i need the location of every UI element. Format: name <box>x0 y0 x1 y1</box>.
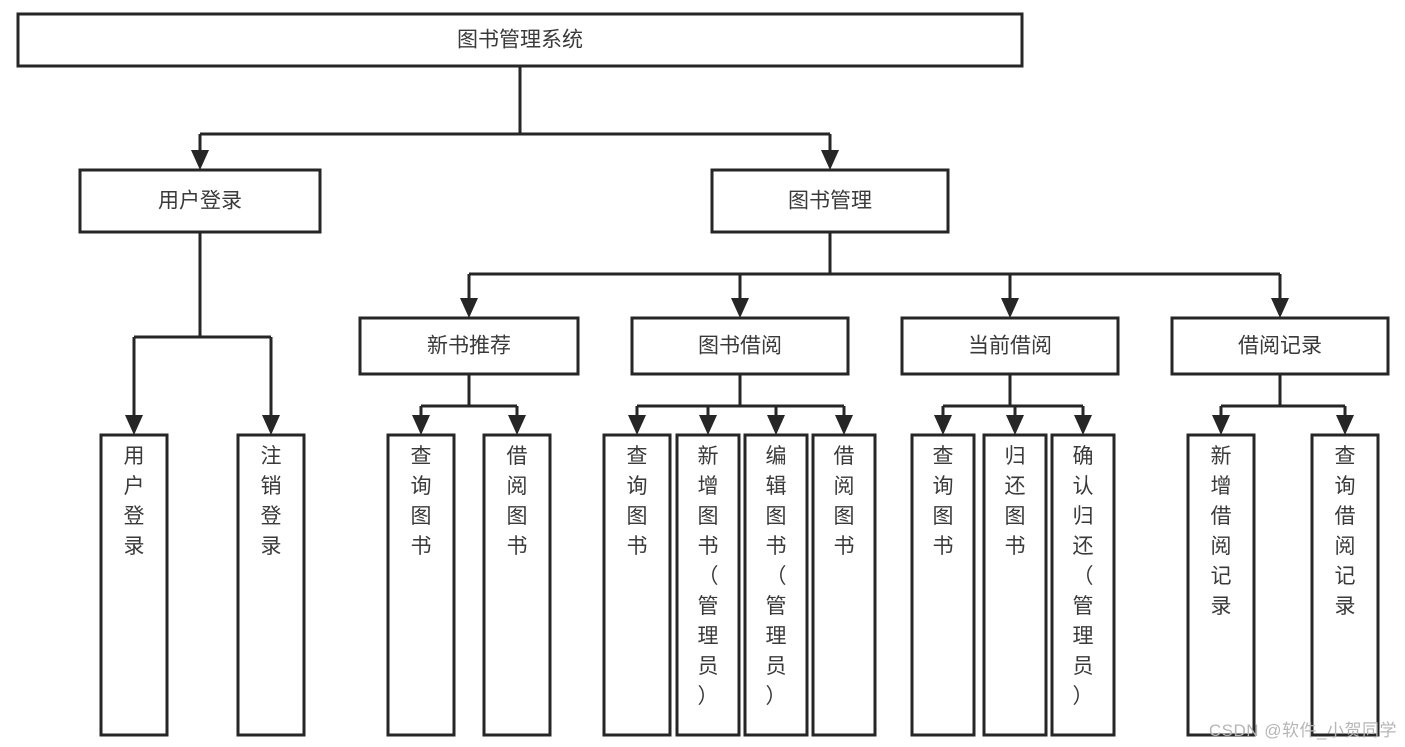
node-new-book-recommend-box <box>358 316 580 376</box>
node-leaf-edit-book-box <box>743 433 809 737</box>
node-leaf-query-book-borrow-label: 查询图书 <box>627 445 648 558</box>
node-book-borrow[interactable]: 图书借阅 <box>630 316 850 376</box>
node-root-root[interactable]: 图书管理系统 <box>16 12 1024 68</box>
node-user-login-label: 用户登录 <box>158 190 242 213</box>
node-book-borrow-box <box>630 316 850 376</box>
node-leaf-return-book[interactable]: 归还图书 <box>982 433 1048 737</box>
arrow-head-icon-l3-0 <box>460 298 478 318</box>
node-leaf-query-record-box <box>1310 433 1380 737</box>
node-root-root-label: 图书管理系统 <box>457 29 583 52</box>
node-leaf-query-book-current-box <box>910 433 976 737</box>
node-current-borrow-box <box>900 316 1120 376</box>
arrow-head-icon-borrow-records-0 <box>1212 415 1230 435</box>
node-leaf-query-book-rec[interactable]: 查询图书 <box>386 433 456 737</box>
node-current-borrow-label: 当前借阅 <box>968 335 1052 358</box>
node-leaf-borrow-book[interactable]: 借阅图书 <box>811 433 877 737</box>
node-leaf-confirm-return[interactable]: 确认归还（管理员） <box>1050 433 1116 737</box>
node-current-borrow[interactable]: 当前借阅 <box>900 316 1120 376</box>
node-borrow-records[interactable]: 借阅记录 <box>1170 316 1390 376</box>
node-new-book-recommend[interactable]: 新书推荐 <box>358 316 580 376</box>
node-leaf-add-record-box <box>1186 433 1256 737</box>
arrow-head-icon-l3-2 <box>1001 298 1019 318</box>
node-leaf-borrow-book-box <box>811 433 877 737</box>
connector-layer <box>125 66 1354 435</box>
node-leaf-query-record[interactable]: 查询借阅记录 <box>1310 433 1380 737</box>
node-leaf-user-login[interactable]: 用户登录 <box>99 433 169 737</box>
node-book-management-label: 图书管理 <box>788 190 872 213</box>
arrow-head-icon-user-login-0 <box>125 415 143 435</box>
arrow-head-icon-l3-3 <box>1271 298 1289 318</box>
node-leaf-user-login-box <box>99 433 169 737</box>
node-root-root-box <box>16 12 1024 68</box>
arrow-head-icon-current-borrow-2 <box>1074 415 1092 435</box>
node-leaf-confirm-return-label: 确认归还（管理员） <box>1073 445 1094 708</box>
node-leaf-borrow-book-rec-label: 借阅图书 <box>507 445 528 558</box>
node-book-management[interactable]: 图书管理 <box>710 168 950 234</box>
node-new-book-recommend-label: 新书推荐 <box>427 335 511 358</box>
arrow-head-icon-new-book-recommend-1 <box>508 415 526 435</box>
node-user-login-box <box>78 168 322 234</box>
arrow-head-icon-l2-0 <box>191 150 209 170</box>
arrow-head-icon-l3-1 <box>731 298 749 318</box>
node-leaf-user-login-label: 用户登录 <box>124 445 145 558</box>
node-borrow-records-label: 借阅记录 <box>1238 335 1322 358</box>
node-leaf-add-record-label: 新增借阅记录 <box>1211 445 1232 618</box>
node-leaf-query-book-borrow-box <box>602 433 672 737</box>
node-leaf-add-book[interactable]: 新增图书（管理员） <box>675 433 741 737</box>
node-book-management-box <box>710 168 950 234</box>
node-leaf-add-record[interactable]: 新增借阅记录 <box>1186 433 1256 737</box>
node-leaf-edit-book-label: 编辑图书（管理员） <box>766 445 787 708</box>
node-leaf-logout-label: 注销登录 <box>261 445 282 558</box>
arrow-head-icon-borrow-records-1 <box>1336 415 1354 435</box>
node-leaf-logout[interactable]: 注销登录 <box>236 433 306 737</box>
arrow-head-icon-l2-1 <box>821 150 839 170</box>
node-leaf-borrow-book-label: 借阅图书 <box>834 445 855 558</box>
node-layer: 图书管理系统用户登录图书管理新书推荐图书借阅当前借阅借阅记录用户登录注销登录查询… <box>16 12 1390 737</box>
arrow-head-icon-book-borrow-3 <box>835 415 853 435</box>
node-leaf-add-book-label: 新增图书（管理员） <box>698 445 719 708</box>
node-leaf-query-book-rec-label: 查询图书 <box>411 445 432 558</box>
node-leaf-return-book-box <box>982 433 1048 737</box>
node-leaf-add-book-box <box>675 433 741 737</box>
node-leaf-return-book-label: 归还图书 <box>1005 445 1026 558</box>
arrow-head-icon-book-borrow-1 <box>699 415 717 435</box>
arrow-head-icon-user-login-1 <box>262 415 280 435</box>
node-leaf-logout-box <box>236 433 306 737</box>
node-leaf-borrow-book-rec-box <box>482 433 552 737</box>
arrow-head-icon-current-borrow-0 <box>934 415 952 435</box>
node-leaf-query-book-borrow[interactable]: 查询图书 <box>602 433 672 737</box>
node-book-borrow-label: 图书借阅 <box>698 335 782 358</box>
arrow-head-icon-book-borrow-0 <box>628 415 646 435</box>
node-user-login[interactable]: 用户登录 <box>78 168 322 234</box>
node-leaf-query-record-label: 查询借阅记录 <box>1335 445 1356 618</box>
node-leaf-query-book-rec-box <box>386 433 456 737</box>
node-leaf-query-book-current[interactable]: 查询图书 <box>910 433 976 737</box>
node-borrow-records-box <box>1170 316 1390 376</box>
node-leaf-confirm-return-box <box>1050 433 1116 737</box>
arrow-head-icon-new-book-recommend-0 <box>412 415 430 435</box>
arrow-head-icon-book-borrow-2 <box>767 415 785 435</box>
node-leaf-query-book-current-label: 查询图书 <box>933 445 954 558</box>
arrow-head-icon-current-borrow-1 <box>1006 415 1024 435</box>
node-leaf-edit-book[interactable]: 编辑图书（管理员） <box>743 433 809 737</box>
node-leaf-borrow-book-rec[interactable]: 借阅图书 <box>482 433 552 737</box>
